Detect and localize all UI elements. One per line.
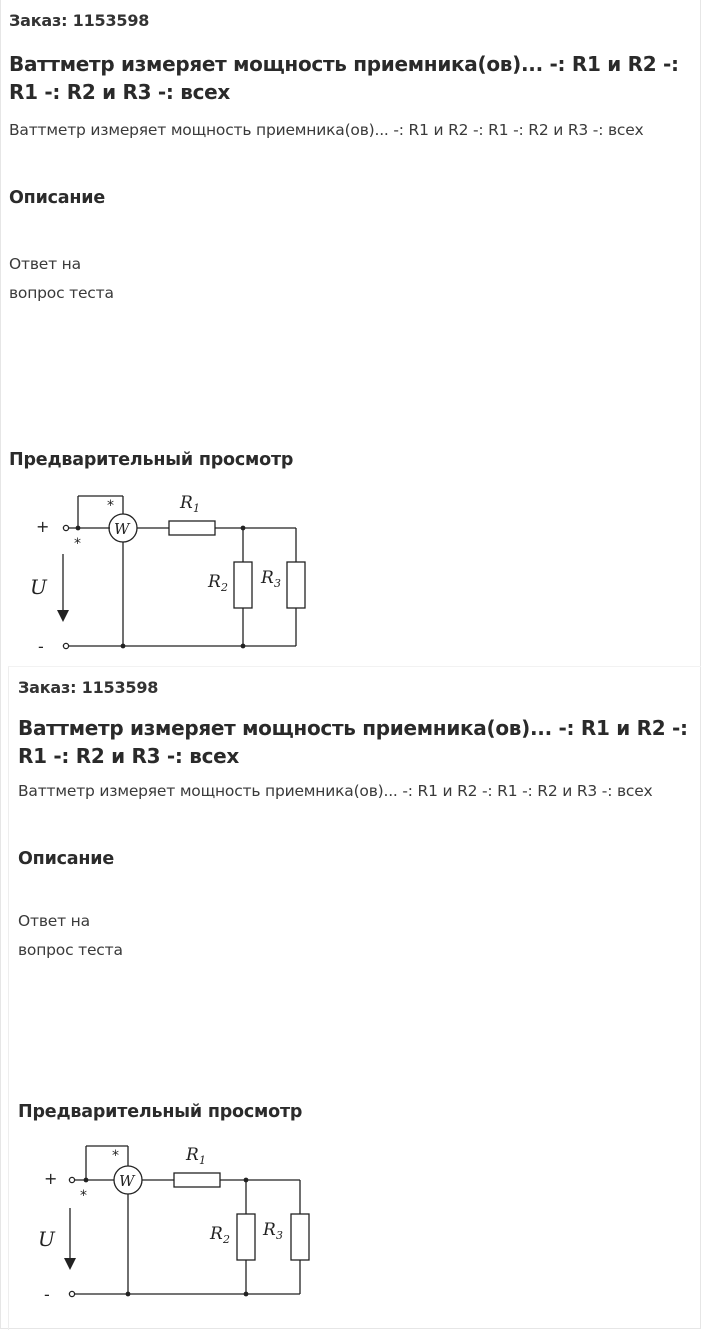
- star-label-bottom: *: [80, 1188, 87, 1204]
- product-card-2: Заказ: 1153598 Ваттметр измеряет мощност…: [0, 660, 701, 1330]
- plus-label: +: [44, 1169, 57, 1188]
- r1-subscript: 1: [199, 1154, 206, 1167]
- description-text: Ответ на вопрос теста: [9, 255, 114, 302]
- product-subtitle: Ваттметр измеряет мощность приемника(ов)…: [18, 782, 653, 800]
- minus-label: -: [44, 1285, 50, 1304]
- order-number: Заказ: 1153598: [18, 678, 159, 697]
- product-card-1: Заказ: 1153598 Ваттметр измеряет мощност…: [0, 0, 701, 660]
- description-heading: Описание: [18, 849, 115, 869]
- r3-label: R: [260, 568, 274, 588]
- circuit-preview-image[interactable]: + - U W * * R 1 R 2 R 3: [28, 486, 348, 656]
- star-label-bottom: *: [74, 536, 81, 552]
- circuit-preview-image[interactable]: + - U W * * R 1 R 2 R 3: [36, 1134, 356, 1304]
- r1-subscript: 1: [193, 502, 200, 515]
- order-number: Заказ: 1153598: [9, 11, 150, 30]
- description-text: Ответ на вопрос теста: [18, 912, 123, 959]
- circuit-diagram: + - U W * * R 1 R 2 R 3: [30, 493, 306, 656]
- star-label-top: *: [112, 1148, 119, 1164]
- star-label-top: *: [107, 498, 114, 514]
- r1-label: R: [185, 1145, 199, 1165]
- circuit-diagram: + - U W * * R 1 R 2 R 3: [38, 1145, 310, 1304]
- r3-subscript: 3: [274, 577, 281, 590]
- description-heading: Описание: [9, 188, 106, 208]
- card-border: [8, 666, 701, 1330]
- product-title: Ваттметр измеряет мощность приемника(ов)…: [9, 52, 679, 104]
- r1-label: R: [179, 493, 193, 513]
- r2-subscript: 2: [222, 1233, 230, 1246]
- r2-label: R: [209, 1224, 223, 1244]
- preview-heading: Предварительный просмотр: [18, 1102, 303, 1122]
- r2-label: R: [207, 572, 221, 592]
- r2-subscript: 2: [220, 581, 228, 594]
- preview-heading: Предварительный просмотр: [9, 450, 294, 470]
- wattmeter-label: W: [119, 1172, 136, 1190]
- minus-label: -: [38, 637, 44, 656]
- r3-label: R: [262, 1220, 276, 1240]
- r3-subscript: 3: [276, 1229, 283, 1242]
- wattmeter-label: W: [114, 520, 131, 538]
- voltage-label: U: [38, 1227, 56, 1251]
- voltage-label: U: [30, 575, 48, 599]
- product-title: Ваттметр измеряет мощность приемника(ов)…: [18, 716, 688, 768]
- product-subtitle: Ваттметр измеряет мощность приемника(ов)…: [9, 121, 644, 139]
- plus-label: +: [36, 517, 49, 536]
